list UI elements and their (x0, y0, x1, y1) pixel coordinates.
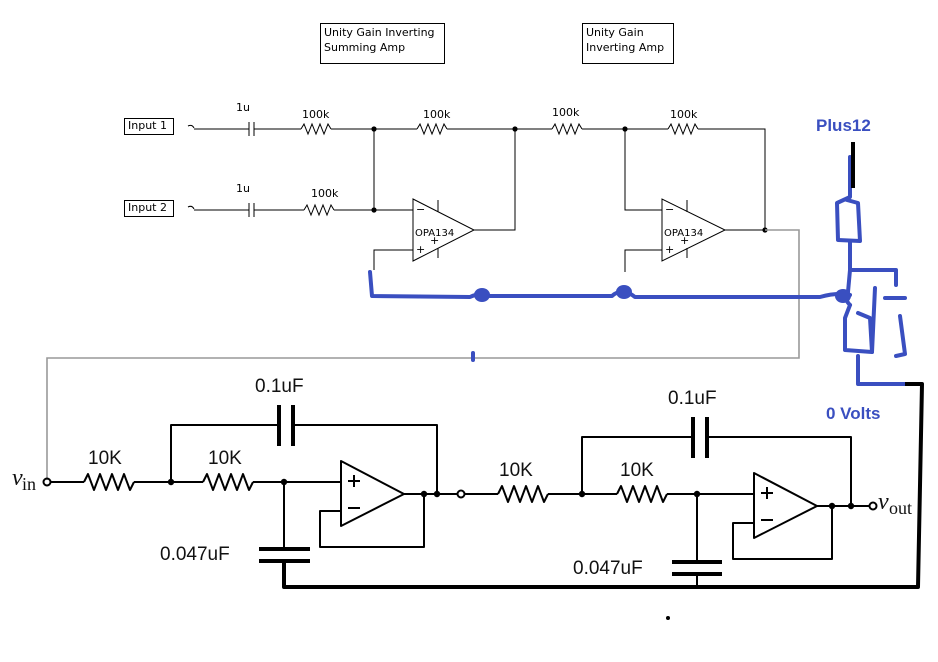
inverting-amp-label: Unity Gain Inverting Amp (582, 23, 674, 64)
res-100k-in2 (303, 203, 335, 217)
r1-value: 10K (88, 448, 122, 469)
res-in2-value: 100k (311, 187, 339, 200)
power-nodes (474, 285, 851, 303)
cap1-value: 1u (236, 101, 250, 114)
summing-amp-label: Unity Gain Inverting Summing Amp (320, 23, 445, 64)
vin-subscript: in (22, 474, 36, 494)
svg-text:+: + (430, 234, 439, 247)
res-fb2-value: 100k (670, 108, 698, 121)
res-100k-mid (551, 122, 583, 136)
c1-value: 0.1uF (255, 376, 304, 397)
plus12-label: Plus12 (816, 116, 871, 135)
cap2-value: 1u (236, 182, 250, 195)
top-circuit: − + + − + + (187, 122, 766, 272)
res-10k-4 (616, 485, 668, 503)
res-fb1-value: 100k (423, 108, 451, 121)
vin-terminal (42, 477, 52, 487)
power-handdrawn (368, 155, 907, 386)
bottom-junctions (167, 478, 855, 620)
top-junctions (371, 126, 768, 233)
res-100k-fb2 (667, 122, 699, 136)
svg-text:−: − (665, 203, 674, 216)
c2-value: 0.047uF (160, 544, 230, 565)
opamp1-label: OPA134 (415, 228, 454, 239)
input1-label: Input 1 (124, 118, 174, 135)
input1-terminal (187, 124, 195, 129)
res-10k-2 (202, 473, 254, 491)
input2-label: Input 2 (124, 200, 174, 217)
res-10k-1 (83, 473, 135, 491)
res-10k-3 (497, 485, 549, 503)
c4-value: 0.047uF (573, 558, 643, 579)
vout-symbol: v (878, 489, 889, 515)
res-100k-fb1 (416, 122, 448, 136)
c3-value: 0.1uF (668, 388, 717, 409)
res-mid-value: 100k (552, 106, 580, 119)
vout-subscript: out (889, 498, 912, 518)
opamp1-triangle (412, 198, 476, 262)
opamp3-triangle (340, 460, 405, 527)
svg-text:+: + (665, 243, 674, 256)
grey-link-wire (46, 229, 800, 480)
res-in1-value: 100k (302, 108, 330, 121)
opamp4-triangle (753, 472, 818, 539)
r4-value: 10K (620, 460, 654, 481)
svg-text:−: − (416, 203, 425, 216)
r3-value: 10K (499, 460, 533, 481)
opamp2-triangle (661, 198, 727, 262)
bottom-circuit (42, 382, 924, 589)
vin-symbol: v (12, 465, 23, 491)
vout-terminal (868, 501, 878, 511)
opamp2-label: OPA134 (664, 228, 703, 239)
r2-value: 10K (208, 448, 242, 469)
res-100k-in1 (300, 122, 332, 136)
zero-volts-label: 0 Volts (826, 404, 880, 423)
svg-text:+: + (680, 234, 689, 247)
input2-terminal (187, 205, 195, 210)
svg-text:+: + (416, 243, 425, 256)
